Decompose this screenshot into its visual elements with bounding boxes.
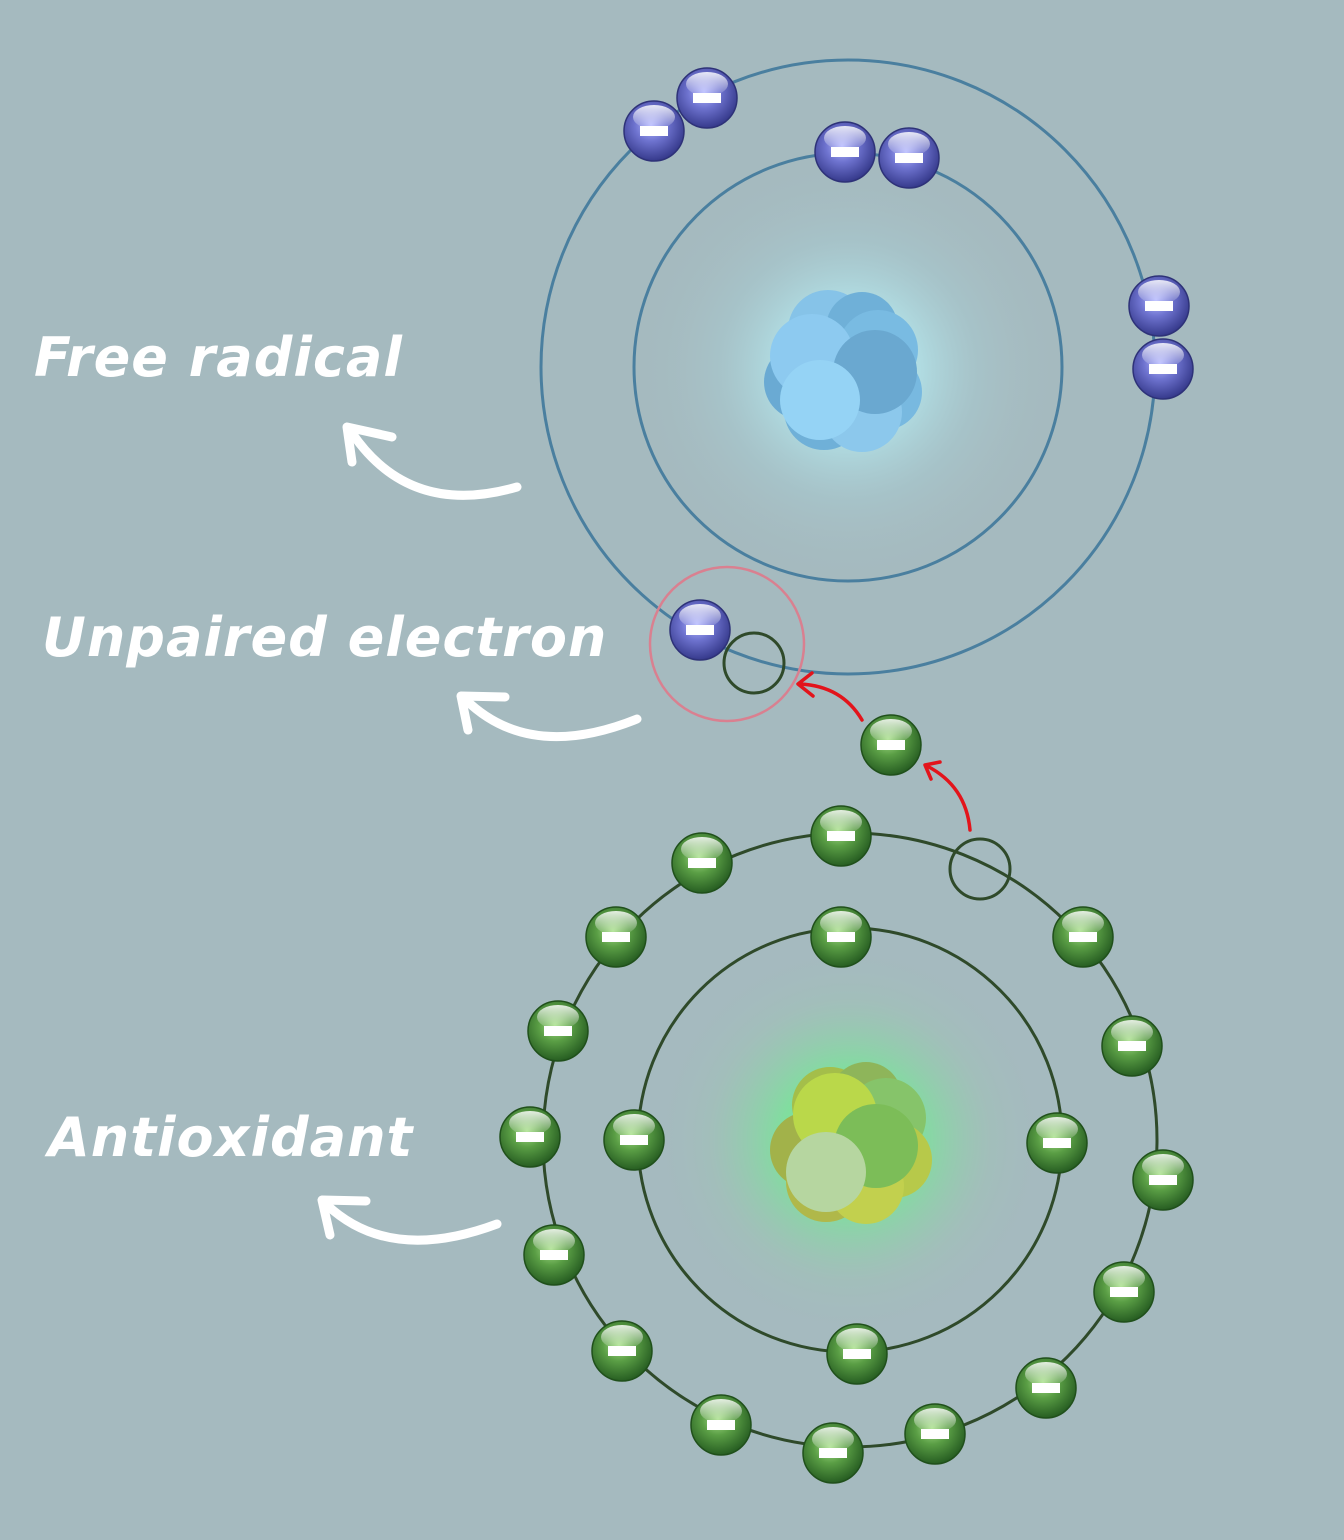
- antioxidant-electron: [1132, 1149, 1194, 1211]
- free-radical-electron: [814, 121, 876, 183]
- minus-sign-icon: [1149, 1175, 1177, 1185]
- antioxidant-electron: [1101, 1015, 1163, 1077]
- antioxidant-electron: [810, 906, 872, 968]
- free-radical-electron: [676, 67, 738, 129]
- free-radical-nucleus: [764, 290, 922, 452]
- minus-sign-icon: [831, 147, 859, 157]
- transfer-arrow-to-radical-head: [796, 671, 815, 698]
- electron-transfer-arrows: [796, 671, 972, 832]
- antioxidant-atom: [541, 831, 1159, 1449]
- label-pointer-arrows: [317, 422, 642, 1245]
- transfer-arrow-from-antioxidant: [925, 764, 972, 832]
- minus-sign-icon: [540, 1250, 568, 1260]
- antioxidant-electron: [1093, 1261, 1155, 1323]
- antioxidant-electron: [810, 805, 872, 867]
- antioxidant-pointer-arrow: [322, 1200, 502, 1245]
- minus-sign-icon: [819, 1448, 847, 1458]
- antioxidant-nucleus: [770, 1062, 932, 1224]
- antioxidant-pointer-arrow-head: [317, 1195, 371, 1240]
- antioxidant-electron: [1052, 906, 1114, 968]
- unpaired-electron: [669, 599, 731, 661]
- minus-sign-icon: [1149, 364, 1177, 374]
- antioxidant-electron: [585, 906, 647, 968]
- free-radical-electron: [878, 127, 940, 189]
- unpaired-electron-label: Unpaired electron: [42, 606, 608, 669]
- free-radical-atom: [539, 58, 1157, 676]
- minus-sign-icon: [1118, 1041, 1146, 1051]
- transfer-arrow-to-radical: [798, 682, 864, 722]
- minus-sign-icon: [843, 1349, 871, 1359]
- minus-sign-icon: [516, 1132, 544, 1142]
- minus-sign-icon: [707, 1420, 735, 1430]
- free-radical-electron: [623, 100, 685, 162]
- minus-sign-icon: [602, 932, 630, 942]
- minus-sign-icon: [1032, 1383, 1060, 1393]
- minus-sign-icon: [608, 1346, 636, 1356]
- electrons-layer: [499, 67, 1194, 1484]
- antioxidant-electron: [802, 1422, 864, 1484]
- minus-sign-icon: [1069, 932, 1097, 942]
- antioxidant-electron: [499, 1106, 561, 1168]
- minus-sign-icon: [1110, 1287, 1138, 1297]
- empty-electron-slot-antioxidant: [948, 837, 1012, 901]
- antioxidant-electron: [523, 1224, 585, 1286]
- antioxidant-electron: [826, 1323, 888, 1385]
- minus-sign-icon: [827, 831, 855, 841]
- antioxidant-electron: [671, 832, 733, 894]
- antioxidant-electron: [603, 1109, 665, 1171]
- free-radical-pointer-arrow-head: [342, 422, 397, 467]
- free-radical-electron: [1128, 275, 1190, 337]
- minus-sign-icon: [921, 1429, 949, 1439]
- unpaired-highlight-ring: [648, 565, 806, 723]
- minus-sign-icon: [688, 858, 716, 868]
- free-radical-electron: [1132, 338, 1194, 400]
- minus-sign-icon: [1043, 1138, 1071, 1148]
- antioxidant-electron: [527, 1000, 589, 1062]
- unpaired-pointer-arrow-head: [456, 691, 510, 735]
- antioxidant-electron: [1026, 1112, 1088, 1174]
- minus-sign-icon: [640, 126, 668, 136]
- minus-sign-icon: [544, 1026, 572, 1036]
- empty-electron-slot: [722, 631, 786, 695]
- antioxidant-electron: [690, 1394, 752, 1456]
- unpaired-pointer-arrow: [461, 695, 642, 742]
- antioxidant-electron: [904, 1403, 966, 1465]
- antioxidant-electron: [591, 1320, 653, 1382]
- minus-sign-icon: [895, 153, 923, 163]
- minus-sign-icon: [1145, 301, 1173, 311]
- donated-electron: [860, 714, 922, 776]
- minus-sign-icon: [693, 93, 721, 103]
- minus-sign-icon: [620, 1135, 648, 1145]
- free-radical-label: Free radical: [34, 326, 403, 389]
- minus-sign-icon: [827, 932, 855, 942]
- free-radical-pointer-arrow: [347, 428, 522, 500]
- antioxidant-electron: [1015, 1357, 1077, 1419]
- unpaired-electron-marker: [648, 565, 806, 723]
- antioxidant-label: Antioxidant: [48, 1106, 414, 1169]
- minus-sign-icon: [686, 625, 714, 635]
- transfer-arrow-from-antioxidant-head: [923, 760, 942, 781]
- minus-sign-icon: [877, 740, 905, 750]
